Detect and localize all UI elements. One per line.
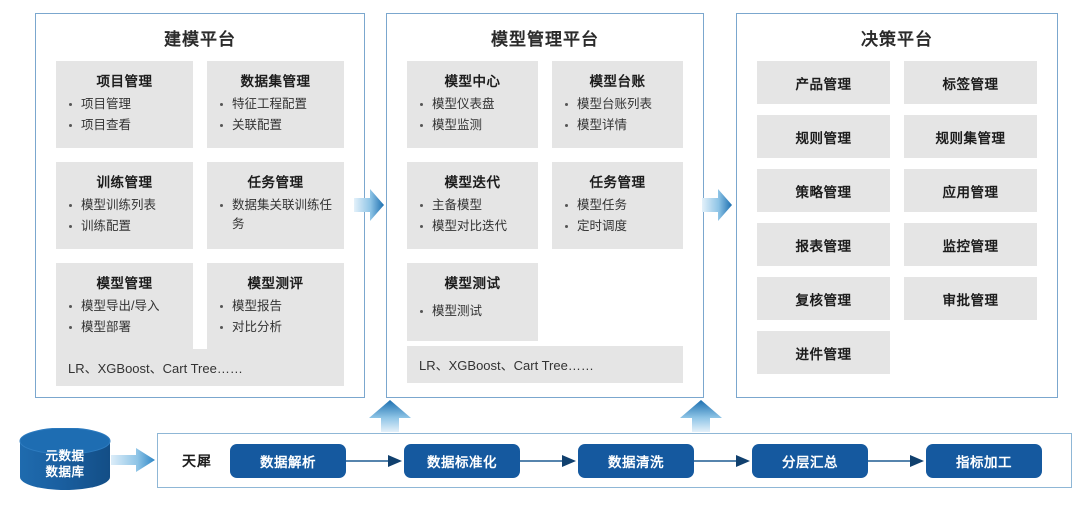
decision-tile-grid: 产品管理 标签管理 规则管理 规则集管理 策略管理 应用管理 报表管理 监控管理… <box>757 61 1037 374</box>
list-item[interactable]: 模型任务 <box>562 196 673 215</box>
card-training-management[interactable]: 训练管理 模型训练列表 训练配置 <box>56 161 193 249</box>
list-item[interactable]: 模型导出/导入 <box>66 297 183 316</box>
data-pipeline-container: 天犀 数据解析 数据标准化 数据清洗 分层汇总 指标加工 <box>157 433 1072 488</box>
panel-body-model-management: 模型中心 模型仪表盘 模型监测 模型台账 模型台账列表 模型详情 模型迭代 <box>387 61 703 397</box>
panel-title-decision: 决策平台 <box>861 30 933 49</box>
panel-title-model-management: 模型管理平台 <box>491 30 599 49</box>
card-item-list: 数据集关联训练任务 <box>217 196 334 235</box>
panel-title-modeling: 建模平台 <box>164 30 236 49</box>
arrow-right-db-to-pipeline <box>111 448 155 472</box>
panel-body-modeling: 项目管理 项目管理 项目查看 数据集管理 特征工程配置 关联配置 训练管理 <box>36 61 364 400</box>
card-model-center[interactable]: 模型中心 模型仪表盘 模型监测 <box>407 61 538 148</box>
list-item[interactable]: 模型部署 <box>66 318 183 337</box>
list-item[interactable]: 模型详情 <box>562 116 673 135</box>
algorithm-strip-model-management: LR、XGBoost、Cart Tree…… <box>407 346 683 383</box>
card-project-management[interactable]: 项目管理 项目管理 项目查看 <box>56 61 193 148</box>
panel-decision-platform: 决策平台 产品管理 标签管理 规则管理 规则集管理 策略管理 应用管理 报表管理… <box>736 13 1058 398</box>
card-title: 模型迭代 <box>444 174 501 190</box>
card-title: 模型台账 <box>589 74 646 89</box>
list-item[interactable]: 对比分析 <box>217 318 334 337</box>
pipeline-step-layered-aggregate[interactable]: 分层汇总 <box>752 443 868 478</box>
list-item[interactable]: 特征工程配置 <box>217 95 334 114</box>
list-item[interactable]: 模型报告 <box>217 297 334 316</box>
list-item[interactable]: 数据集关联训练任务 <box>217 196 334 235</box>
list-item[interactable]: 模型仪表盘 <box>417 95 528 114</box>
card-title: 训练管理 <box>96 174 153 190</box>
model-management-card-grid: 模型中心 模型仪表盘 模型监测 模型台账 模型台账列表 模型详情 模型迭代 <box>407 61 683 341</box>
tile-report-management[interactable]: 报表管理 <box>757 223 890 266</box>
card-item-list: 项目管理 项目查看 <box>66 95 183 136</box>
card-slot-empty <box>552 263 683 341</box>
tile-rule-management[interactable]: 规则管理 <box>757 115 890 158</box>
card-model-test[interactable]: 模型测试 模型测试 <box>407 262 538 341</box>
tile-approval-management[interactable]: 审批管理 <box>904 277 1037 320</box>
card-title: 任务管理 <box>589 174 646 190</box>
pipeline-connector-arrow-icon <box>868 454 924 467</box>
card-item-list: 模型任务 定时调度 <box>562 196 673 237</box>
arrow-right-management-to-decision <box>702 189 732 221</box>
card-title: 模型测试 <box>444 275 501 291</box>
card-title: 模型中心 <box>444 74 501 89</box>
list-item[interactable]: 模型训练列表 <box>66 196 183 215</box>
tile-ruleset-management[interactable]: 规则集管理 <box>904 115 1037 158</box>
pipeline-connector-arrow-icon <box>520 454 576 467</box>
panel-body-decision: 产品管理 标签管理 规则管理 规则集管理 策略管理 应用管理 报表管理 监控管理… <box>737 61 1057 397</box>
list-item[interactable]: 模型台账列表 <box>562 95 673 114</box>
list-item[interactable]: 训练配置 <box>66 217 183 236</box>
card-title: 数据集管理 <box>240 74 311 89</box>
pipeline-name-label: 天犀 <box>182 452 212 469</box>
pipeline-connector-arrow-icon <box>346 454 402 467</box>
card-model-management[interactable]: 模型管理 模型导出/导入 模型部署 <box>56 262 193 350</box>
card-task-management[interactable]: 任务管理 数据集关联训练任务 <box>207 161 344 249</box>
tile-monitoring-management[interactable]: 监控管理 <box>904 223 1037 266</box>
list-item[interactable]: 项目查看 <box>66 116 183 135</box>
card-item-list: 模型训练列表 训练配置 <box>66 196 183 237</box>
card-item-list: 特征工程配置 关联配置 <box>217 95 334 136</box>
tile-tag-management[interactable]: 标签管理 <box>904 61 1037 104</box>
card-model-ledger[interactable]: 模型台账 模型台账列表 模型详情 <box>552 61 683 148</box>
card-task-management[interactable]: 任务管理 模型任务 定时调度 <box>552 161 683 249</box>
card-item-list: 主备模型 模型对比迭代 <box>417 196 528 237</box>
tile-strategy-management[interactable]: 策略管理 <box>757 169 890 212</box>
panel-model-management-platform: 模型管理平台 模型中心 模型仪表盘 模型监测 模型台账 模型台账列表 模型详情 <box>386 13 704 398</box>
tile-intake-management[interactable]: 进件管理 <box>757 331 890 374</box>
pipeline-step-metric-processing[interactable]: 指标加工 <box>926 443 1042 478</box>
pipeline-step-data-standardize[interactable]: 数据标准化 <box>404 443 520 478</box>
card-model-evaluation[interactable]: 模型测评 模型报告 对比分析 <box>207 262 344 350</box>
card-item-list: 模型仪表盘 模型监测 <box>417 95 528 136</box>
card-item-list: 模型台账列表 模型详情 <box>562 95 673 136</box>
card-title: 任务管理 <box>247 174 304 190</box>
pipeline-connector-arrow-icon <box>694 454 750 467</box>
card-dataset-management[interactable]: 数据集管理 特征工程配置 关联配置 <box>207 61 344 148</box>
list-item[interactable]: 关联配置 <box>217 116 334 135</box>
card-model-iteration[interactable]: 模型迭代 主备模型 模型对比迭代 <box>407 161 538 249</box>
tile-application-management[interactable]: 应用管理 <box>904 169 1037 212</box>
card-title: 项目管理 <box>96 74 153 89</box>
list-item[interactable]: 项目管理 <box>66 95 183 114</box>
algorithm-strip-modeling: LR、XGBoost、Cart Tree…… <box>56 349 344 387</box>
card-item-list: 模型导出/导入 模型部署 <box>66 297 183 338</box>
list-item[interactable]: 模型监测 <box>417 116 528 135</box>
database-cylinder-icon <box>19 428 111 490</box>
tile-review-management[interactable]: 复核管理 <box>757 277 890 320</box>
arrow-up-pipeline-to-modeling <box>369 400 411 432</box>
list-item[interactable]: 主备模型 <box>417 196 528 215</box>
pipeline-step-data-parse[interactable]: 数据解析 <box>230 443 346 478</box>
pipeline-step-data-clean[interactable]: 数据清洗 <box>578 443 694 478</box>
card-title: 模型管理 <box>96 275 153 291</box>
modeling-card-grid: 项目管理 项目管理 项目查看 数据集管理 特征工程配置 关联配置 训练管理 <box>56 61 344 350</box>
card-item-list: 模型报告 对比分析 <box>217 297 334 338</box>
arrow-up-pipeline-to-decision <box>680 400 722 432</box>
card-title: 模型测评 <box>247 275 304 291</box>
list-item[interactable]: 模型测试 <box>417 302 528 321</box>
arrow-right-modeling-to-management <box>354 189 384 221</box>
card-item-list: 模型测试 <box>417 302 528 321</box>
tile-product-management[interactable]: 产品管理 <box>757 61 890 104</box>
list-item[interactable]: 定时调度 <box>562 217 673 236</box>
list-item[interactable]: 模型对比迭代 <box>417 217 528 236</box>
panel-modeling-platform: 建模平台 项目管理 项目管理 项目查看 数据集管理 特征工程配置 关联配置 <box>35 13 365 398</box>
tile-slot-empty <box>904 331 1037 374</box>
